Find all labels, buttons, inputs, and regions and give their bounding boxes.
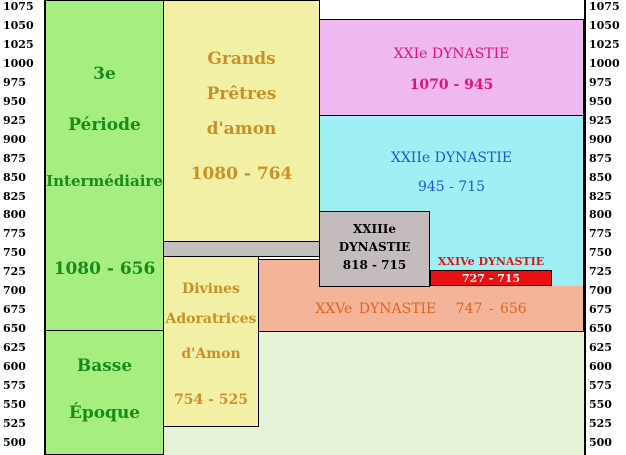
high-priests-block: Grands Prêtres d'amon 1080 - 764 xyxy=(163,0,320,242)
dynasty-22-range: 945 - 715 xyxy=(417,179,486,195)
axis-tick: 975 xyxy=(3,75,26,89)
dynasty-25-label: XXVe DYNASTIE 747 - 656 xyxy=(259,301,583,317)
axis-tick: 1075 xyxy=(589,0,620,13)
divines-range: 754 - 525 xyxy=(173,392,248,408)
period-line3: Intermédiaire xyxy=(46,172,163,190)
period-line2: Période xyxy=(68,115,141,135)
axis-tick: 850 xyxy=(589,170,612,184)
dynasty-21-title: XXIe DYNASTIE xyxy=(393,46,510,62)
dynasty-24-title: XXIVe DYNASTIE xyxy=(437,255,545,268)
axis-tick: 925 xyxy=(589,113,612,127)
axis-tick: 725 xyxy=(589,265,612,279)
late-period-line1: Basse xyxy=(76,356,133,376)
axis-tick: 500 xyxy=(3,435,26,449)
axis-tick: 875 xyxy=(589,151,612,165)
axis-tick: 825 xyxy=(589,189,612,203)
axis-tick: 525 xyxy=(589,416,612,430)
axis-tick: 1050 xyxy=(589,18,620,32)
late-period-line2: Époque xyxy=(68,403,141,423)
axis-tick: 625 xyxy=(589,341,612,355)
axis-tick: 900 xyxy=(589,132,612,146)
axis-tick: 775 xyxy=(589,227,612,241)
axis-tick: 775 xyxy=(3,227,26,241)
third-intermediate-period-block: 3e Période Intermédiaire 1080 - 656 xyxy=(45,0,164,331)
axis-tick: 975 xyxy=(589,75,612,89)
axis-tick: 1025 xyxy=(3,37,34,51)
high-priests-line2: Prêtres xyxy=(206,84,277,104)
gray-band xyxy=(163,241,320,257)
axis-tick: 650 xyxy=(3,322,26,336)
axis-tick: 950 xyxy=(589,94,612,108)
right-year-axis: 1075 1050 1025 1000 975 950 925 900 875 850 825 800… xyxy=(584,0,626,455)
high-priests-line3: d'amon xyxy=(206,119,277,139)
dynasty-23-line2: DYNASTIE xyxy=(338,240,411,254)
divines-line3: d'Amon xyxy=(181,346,241,362)
axis-tick: 600 xyxy=(3,360,26,374)
dynasty-23-range: 818 - 715 xyxy=(342,258,407,272)
axis-tick: 825 xyxy=(3,189,26,203)
dynasty-25-extension xyxy=(258,259,320,287)
axis-tick: 1000 xyxy=(3,56,34,70)
axis-tick: 750 xyxy=(3,246,26,260)
axis-tick: 625 xyxy=(3,341,26,355)
axis-tick: 800 xyxy=(589,208,612,222)
dynasty-25-block: XXVe DYNASTIE 747 - 656 xyxy=(258,286,584,332)
period-range: 1080 - 656 xyxy=(53,259,156,279)
axis-tick: 700 xyxy=(3,284,26,298)
divines-line2: Adoratrices xyxy=(165,311,257,327)
axis-tick: 875 xyxy=(3,151,26,165)
axis-tick: 1025 xyxy=(589,37,620,51)
dynasty-23-line1: XXIIIe xyxy=(352,222,397,236)
dynasty-23-block: XXIIIe DYNASTIE 818 - 715 xyxy=(319,211,430,287)
axis-tick: 800 xyxy=(3,208,26,222)
dynasty-24-bar: 727 - 715 xyxy=(430,270,552,286)
axis-tick: 675 xyxy=(589,303,612,317)
axis-tick: 1050 xyxy=(3,18,34,32)
dynasty-24-range: 727 - 715 xyxy=(461,272,521,285)
axis-tick: 1000 xyxy=(589,56,620,70)
axis-tick: 750 xyxy=(589,246,612,260)
axis-tick: 575 xyxy=(589,379,612,392)
axis-tick: 850 xyxy=(3,170,26,184)
axis-tick: 900 xyxy=(3,132,26,146)
dynasty-25-range: 747 - 656 xyxy=(455,301,527,317)
axis-tick: 700 xyxy=(589,284,612,298)
high-priests-range: 1080 - 764 xyxy=(190,164,293,184)
axis-tick: 575 xyxy=(3,379,26,392)
axis-tick: 950 xyxy=(3,94,26,108)
axis-tick: 600 xyxy=(589,360,612,374)
dynasty-22-title: XXIIe DYNASTIE xyxy=(390,150,513,166)
axis-tick: 500 xyxy=(589,435,612,449)
axis-tick: 675 xyxy=(3,303,26,317)
dynasty-21-range: 1070 - 945 xyxy=(409,77,494,93)
high-priests-line1: Grands xyxy=(207,49,276,69)
divines-line1: Divines xyxy=(182,281,240,297)
left-year-axis: 1075 1050 1025 1000 975 950 925 900 875 850 825 800… xyxy=(0,0,46,455)
axis-tick: 925 xyxy=(3,113,26,127)
dynasty-25-title: XXVe DYNASTIE xyxy=(315,301,437,317)
axis-tick: 550 xyxy=(589,397,612,411)
period-line1: 3e xyxy=(93,64,116,84)
axis-tick: 725 xyxy=(3,265,26,279)
late-period-block: Basse Époque xyxy=(45,330,164,455)
axis-tick: 525 xyxy=(3,416,26,430)
axis-tick: 650 xyxy=(589,322,612,336)
dynasty-21-block: XXIe DYNASTIE 1070 - 945 xyxy=(319,19,584,116)
axis-tick: 1075 xyxy=(3,0,34,13)
axis-tick: 550 xyxy=(3,397,26,411)
divine-adoratrices-block: Divines Adoratrices d'Amon 754 - 525 xyxy=(163,256,259,427)
